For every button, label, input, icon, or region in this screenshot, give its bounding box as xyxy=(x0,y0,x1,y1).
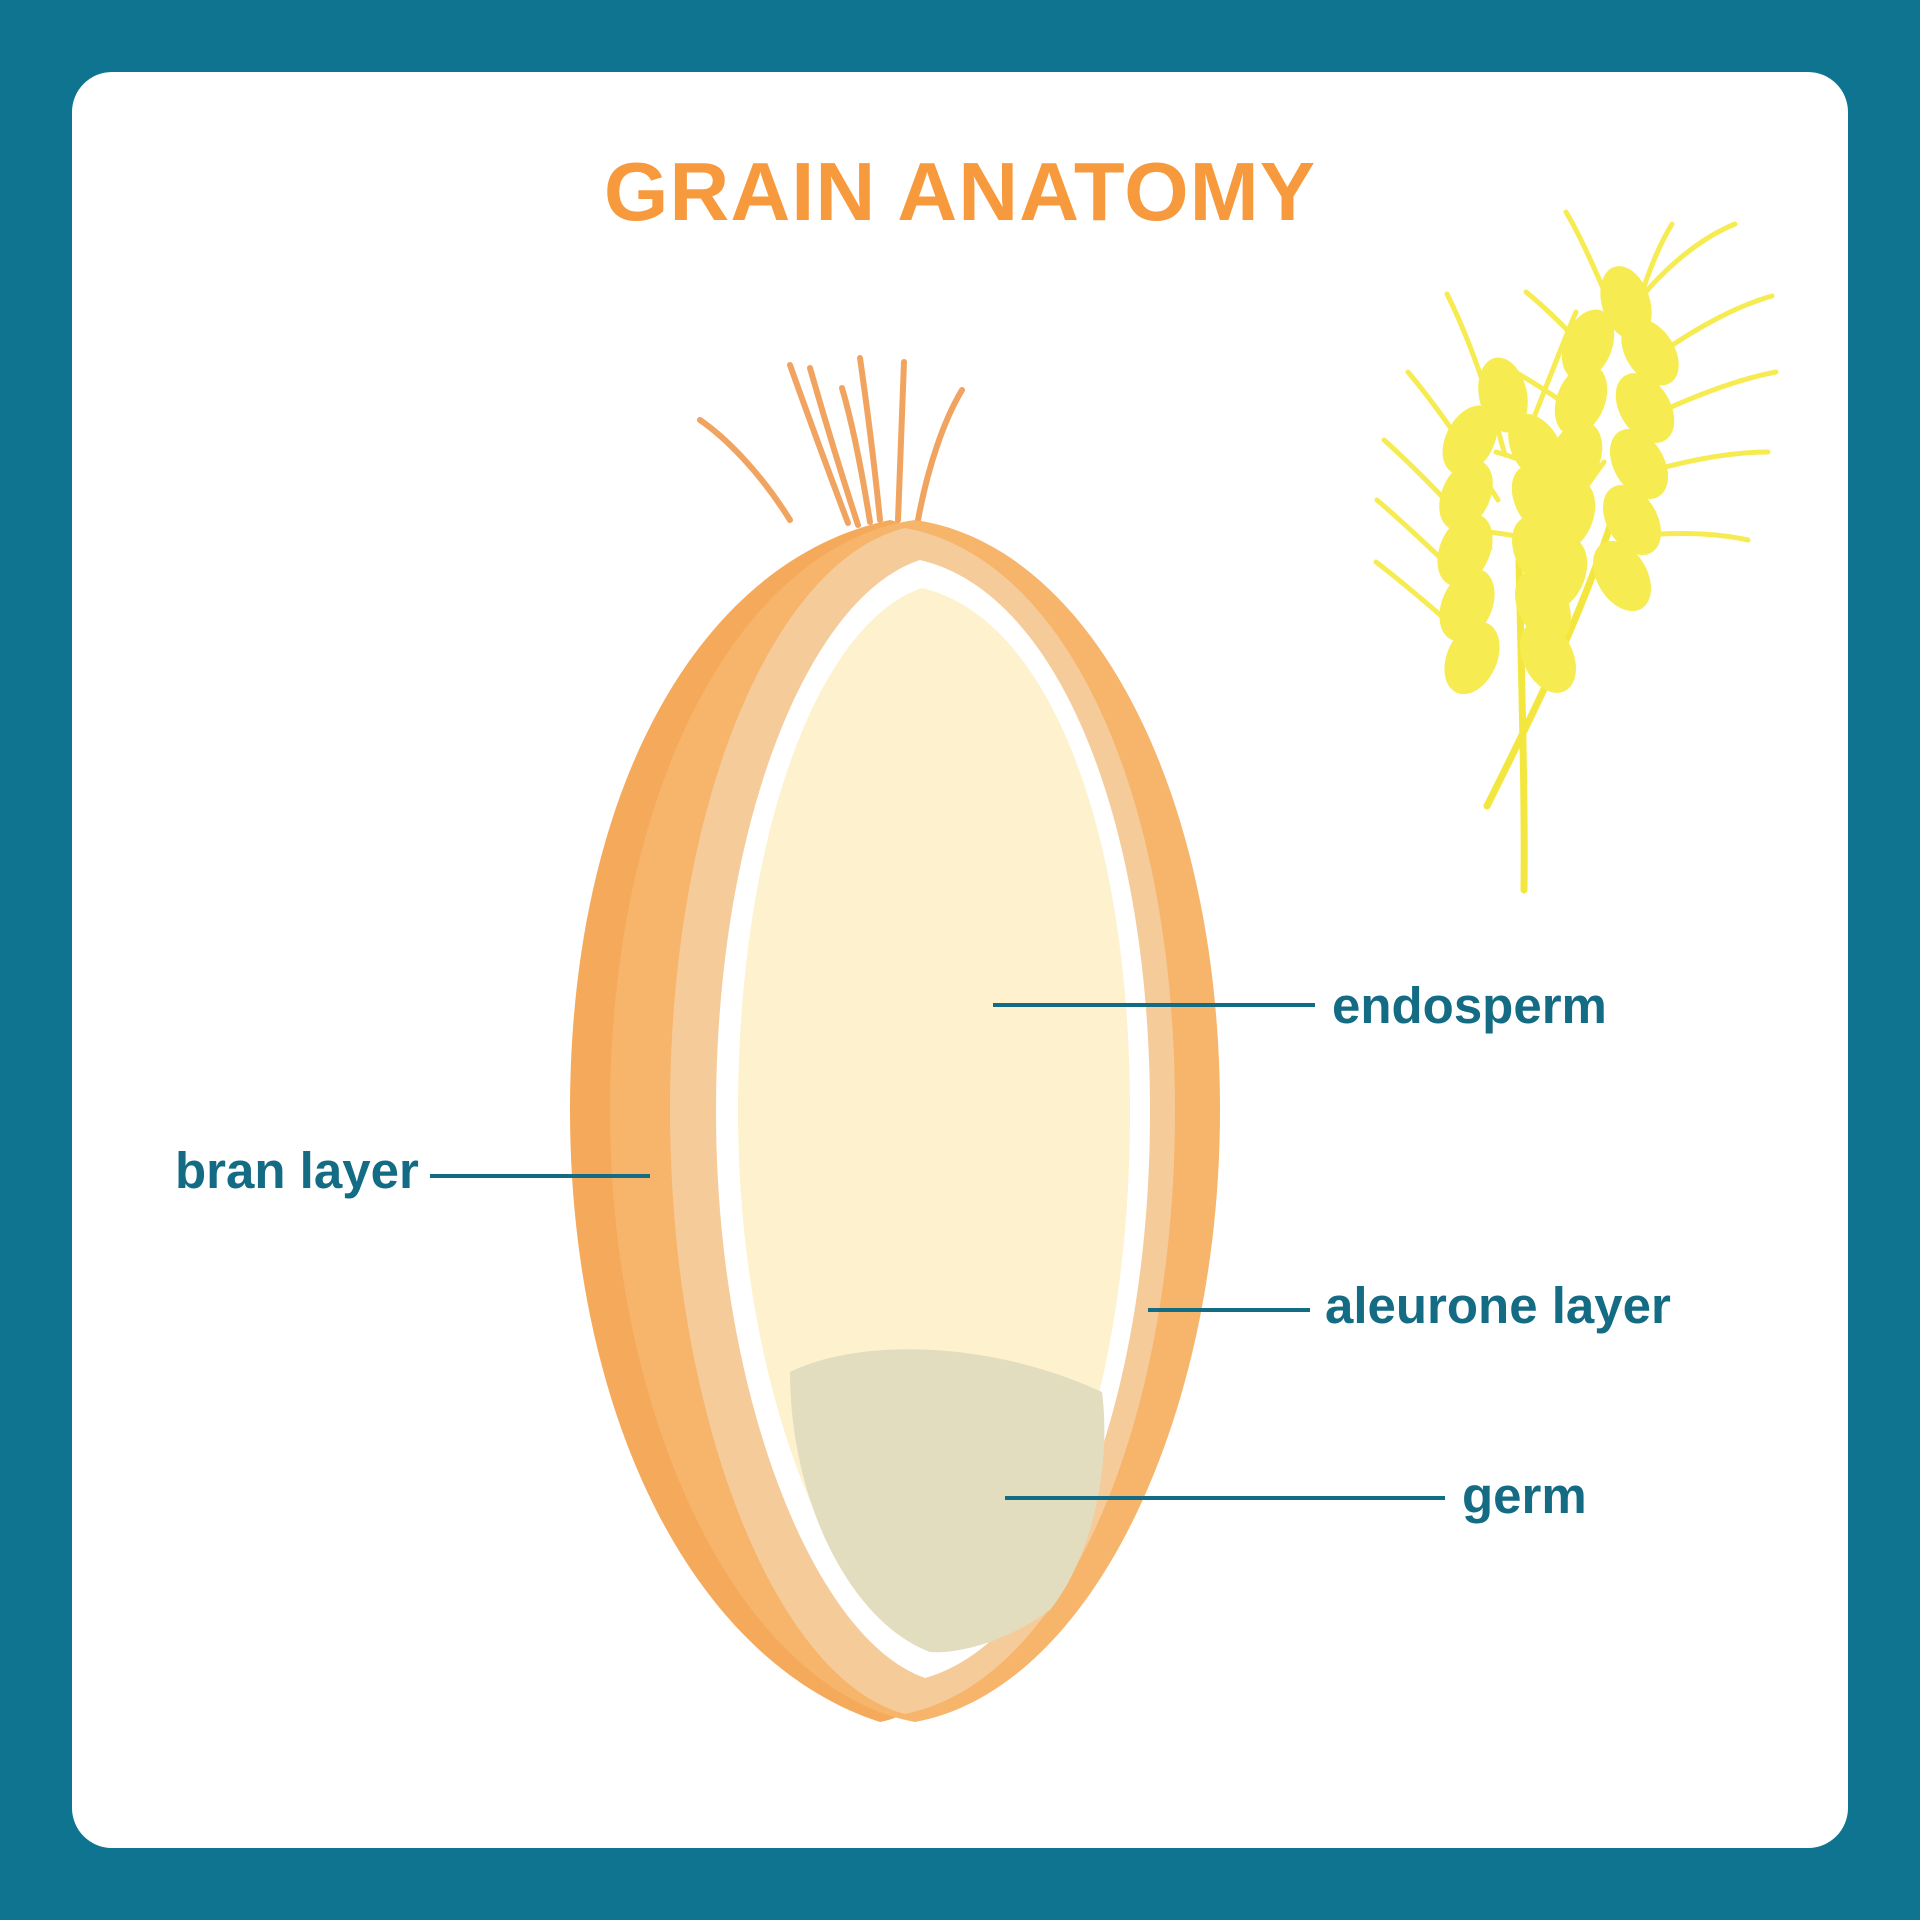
label-germ: germ xyxy=(1462,1467,1587,1524)
page-title: GRAIN ANATOMY xyxy=(603,145,1317,238)
wheat-stalk-right xyxy=(1485,209,1779,612)
label-bran-layer: bran layer xyxy=(175,1142,419,1199)
grain-brush-hairs xyxy=(697,355,965,528)
germ xyxy=(790,1349,1105,1653)
wheat-stalks-decoration xyxy=(1373,209,1779,894)
label-aleurone-layer: aleurone layer xyxy=(1325,1277,1671,1334)
label-endosperm: endosperm xyxy=(1332,977,1607,1034)
wheat-stalk-left xyxy=(1373,291,1607,695)
label-leader-lines xyxy=(430,1003,1445,1500)
